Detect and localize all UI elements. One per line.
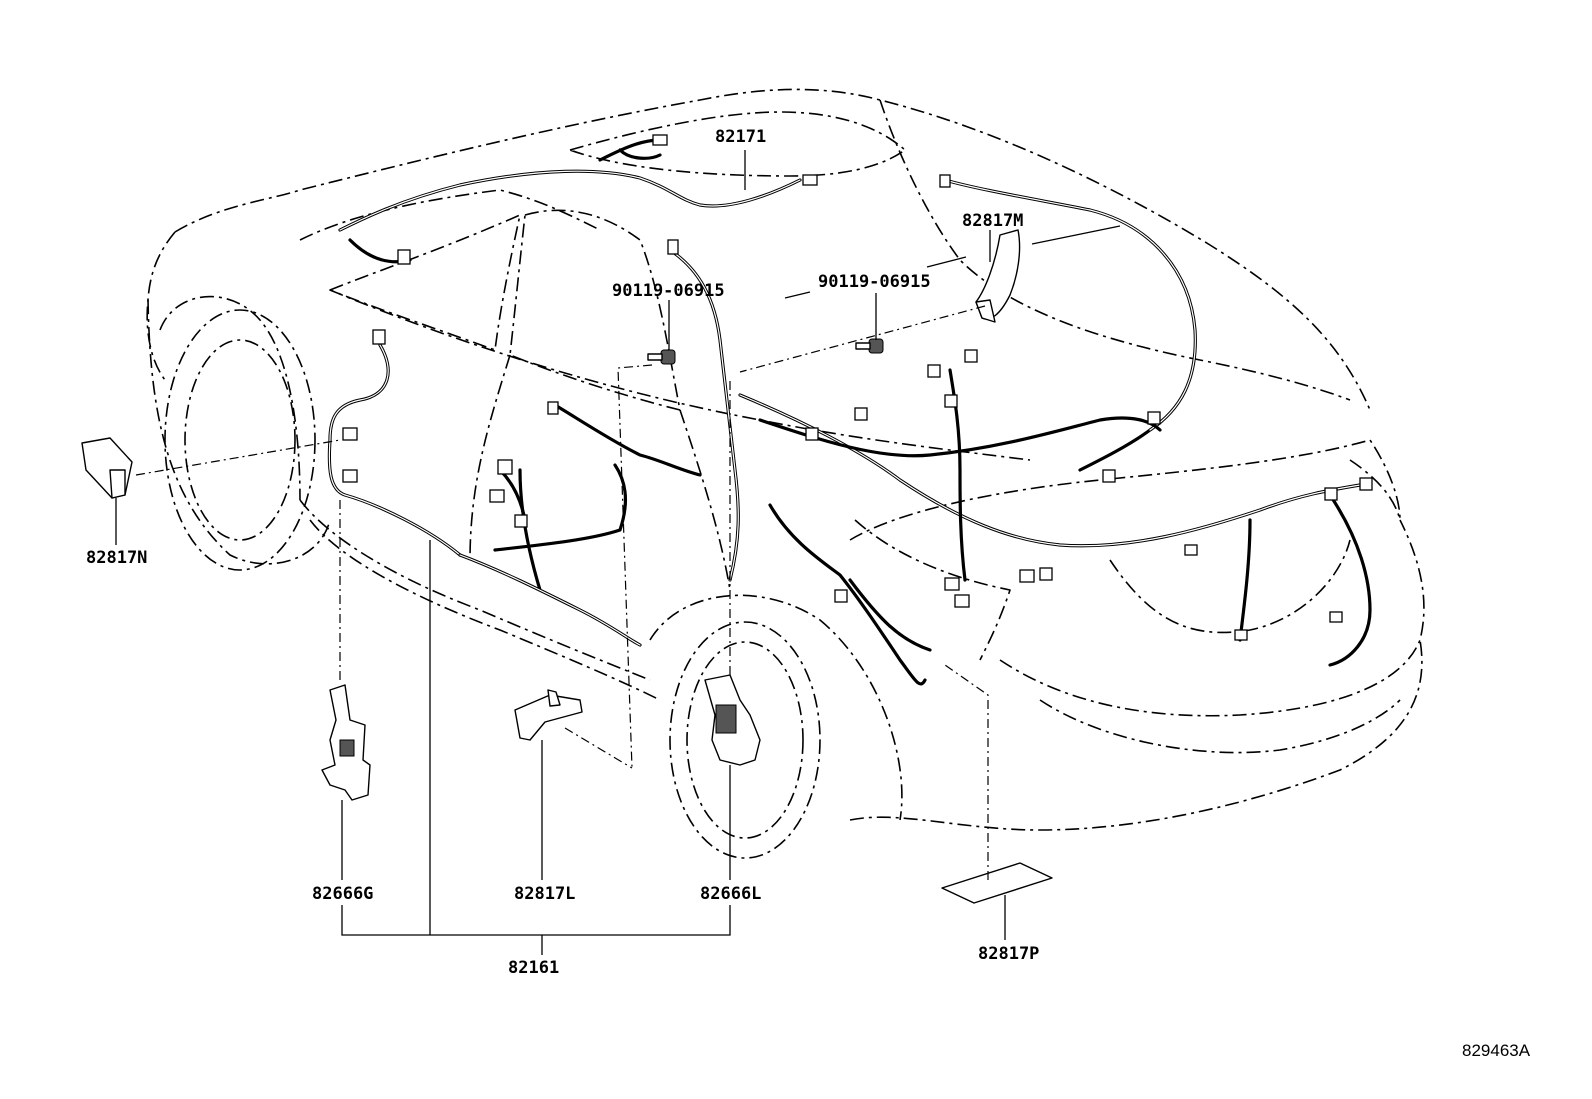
front-wheel-arch xyxy=(159,295,301,501)
connector xyxy=(397,249,411,265)
connector xyxy=(1019,569,1035,583)
rear-window-side xyxy=(509,209,681,411)
callout-82817L: 82817L xyxy=(514,884,575,904)
floor-wire-harness xyxy=(458,463,642,647)
protector-82817M xyxy=(975,229,1021,323)
rear-door-edge xyxy=(679,409,731,591)
callout-82817N: 82817N xyxy=(86,548,147,568)
roof-rear-edge xyxy=(879,99,1351,401)
connector xyxy=(805,427,819,441)
connector xyxy=(497,459,513,475)
front-door-wire xyxy=(327,343,462,557)
leader-82161 xyxy=(341,540,731,955)
connector xyxy=(514,514,528,528)
connector xyxy=(944,577,960,591)
connector xyxy=(1234,629,1248,641)
rear-quarter xyxy=(849,639,1423,831)
diagram-reference-code: 829463A xyxy=(1462,1041,1531,1060)
connector xyxy=(944,394,958,408)
a-pillar xyxy=(299,189,601,241)
bolt-parts xyxy=(647,338,884,365)
rear-door-wire xyxy=(498,403,702,522)
callout-82817P: 82817P xyxy=(978,944,1039,964)
connector xyxy=(667,239,679,255)
trunk-lid xyxy=(849,439,1401,541)
protector-82817N xyxy=(81,437,133,499)
package-tray-wire xyxy=(758,416,1162,458)
connectors xyxy=(342,134,1373,641)
connector xyxy=(854,407,868,421)
front-wheel-inner xyxy=(184,339,296,541)
connector xyxy=(1039,567,1053,581)
callout-labels: 82171 82817M 90119-06915 90119-06915 828… xyxy=(86,127,1531,1060)
rocker-panel xyxy=(299,499,651,681)
rear-wheel-arch xyxy=(649,594,903,821)
roof-outline xyxy=(174,88,1371,411)
sunroof-outline xyxy=(569,111,906,177)
clamp-82666L xyxy=(704,674,761,766)
rear-lamp-right xyxy=(1349,459,1401,521)
wire-harnesses xyxy=(327,138,1372,686)
connector xyxy=(1102,469,1116,483)
front-door-edge xyxy=(469,354,511,561)
connector xyxy=(1329,611,1343,623)
callout-90119-left: 90119-06915 xyxy=(612,281,725,301)
rocker-lower xyxy=(309,519,661,701)
rear-lamp-left xyxy=(854,519,1011,661)
license-recess xyxy=(1109,539,1351,634)
connector xyxy=(964,349,978,363)
rear-quarter-wire xyxy=(768,503,932,686)
connector xyxy=(1184,544,1198,556)
connector xyxy=(372,329,386,345)
connector xyxy=(834,589,848,603)
bracket-82817L xyxy=(514,689,583,741)
connector xyxy=(547,401,559,415)
connector xyxy=(927,364,941,378)
rear-body-wire xyxy=(738,393,1362,548)
callout-82161: 82161 xyxy=(508,958,559,978)
front-wheel xyxy=(164,309,316,571)
callout-82171: 82171 xyxy=(715,127,766,147)
rear-bumper xyxy=(999,519,1425,717)
callout-82666G: 82666G xyxy=(312,884,373,904)
trunk-lid-wire xyxy=(1238,493,1372,667)
rear-skirt xyxy=(1039,699,1401,754)
rear-wheel xyxy=(669,621,821,859)
leader-lines xyxy=(115,150,1121,955)
connector xyxy=(342,427,358,441)
bolt-left xyxy=(647,349,676,365)
clamp-82666G xyxy=(321,684,371,801)
callout-82817M: 82817M xyxy=(962,211,1023,231)
front-window xyxy=(329,214,521,351)
bolt-right xyxy=(855,338,884,354)
sheet-82817P xyxy=(941,862,1053,904)
connector xyxy=(1147,411,1161,425)
roof-branch xyxy=(348,138,662,264)
connector xyxy=(652,134,668,146)
callout-82666L: 82666L xyxy=(700,884,761,904)
belt-line xyxy=(329,289,1031,461)
callout-90119-right: 90119-06915 xyxy=(818,272,931,292)
connector xyxy=(342,469,358,483)
connector xyxy=(1359,477,1373,491)
front-fender xyxy=(147,299,331,565)
connector xyxy=(939,174,951,188)
connector xyxy=(1324,487,1338,501)
rear-wheel-inner xyxy=(686,641,804,839)
connector xyxy=(489,489,505,503)
connector xyxy=(954,594,970,608)
connector xyxy=(802,174,818,186)
